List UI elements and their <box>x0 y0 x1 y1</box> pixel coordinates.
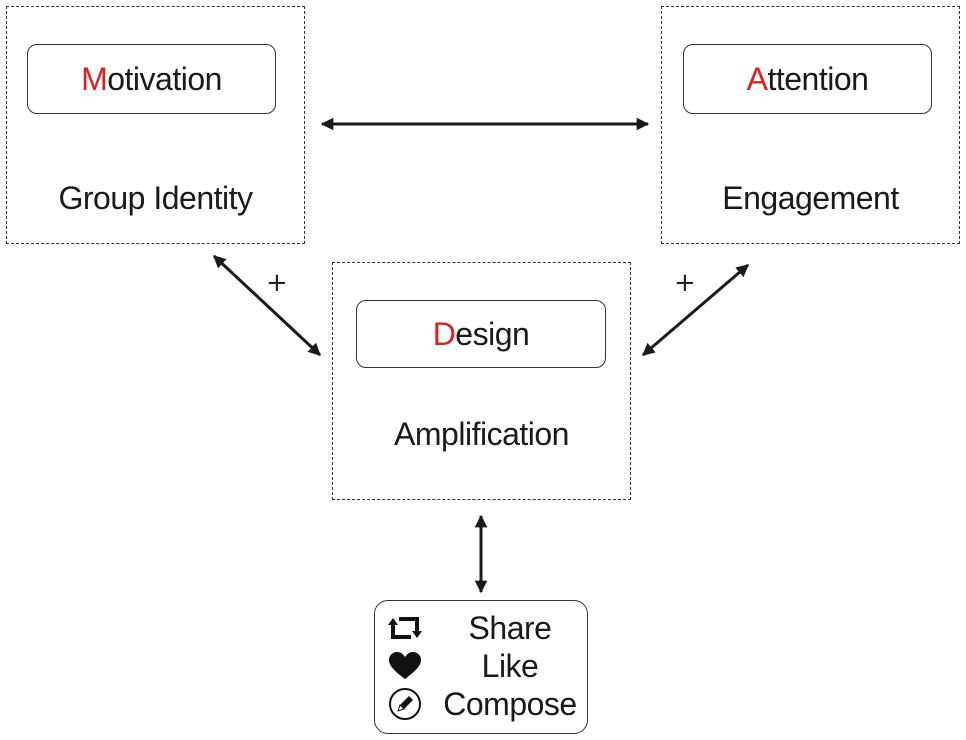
compose-pen-icon <box>387 688 423 720</box>
social-actions-panel: Share Like Compose <box>374 600 588 734</box>
attention-group <box>661 6 960 244</box>
engagement-caption: Engagement <box>722 180 899 216</box>
heart-icon <box>387 651 423 681</box>
motivation-rest: otivation <box>107 60 222 97</box>
attention-rest: ttention <box>767 60 869 97</box>
amplification-caption: Amplification <box>394 416 569 452</box>
retweet-icon <box>387 613 423 643</box>
design-group <box>332 262 631 500</box>
design-rest: esign <box>455 315 530 352</box>
motivation-group <box>6 6 305 244</box>
design-initial: D <box>432 315 456 352</box>
share-action[interactable]: Share <box>375 609 589 647</box>
attention-design-arrow <box>642 263 749 357</box>
like-label: Like <box>481 648 539 684</box>
share-label: Share <box>468 610 552 646</box>
group-identity-caption: Group Identity <box>58 180 254 216</box>
attention-initial: A <box>746 60 768 97</box>
motivation-initial: M <box>81 60 108 97</box>
like-action[interactable]: Like <box>375 647 589 685</box>
compose-action[interactable]: Compose <box>375 685 589 723</box>
compose-label: Compose <box>443 686 577 722</box>
motivation-design-arrow <box>212 254 322 357</box>
